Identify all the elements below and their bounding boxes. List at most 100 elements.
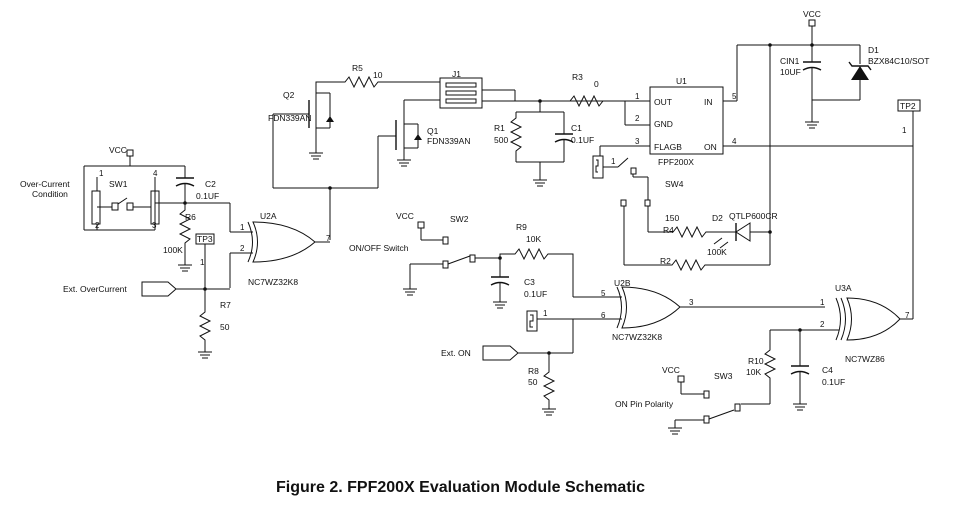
q2-ground-symbol xyxy=(309,148,323,160)
onoff-switch-label: ON/OFF Switch xyxy=(349,243,409,253)
d1-ref: D1 xyxy=(868,45,879,55)
sw1-pin-4: 4 xyxy=(153,169,158,178)
c2-capacitor xyxy=(175,166,195,203)
over-current-label-2: Condition xyxy=(32,189,68,199)
u2b-pin-3: 3 xyxy=(689,298,694,307)
q2-transistor xyxy=(298,88,334,148)
u1-pin-flagb: FLAGB xyxy=(654,142,682,152)
ext-on-jumper-pin-1: 1 xyxy=(543,309,548,318)
u3a-part: NC7WZ86 xyxy=(845,354,885,364)
r2-value: 100K xyxy=(707,247,727,257)
c1-value: 0.1UF xyxy=(571,135,594,145)
ext-on-port[interactable] xyxy=(482,345,519,361)
ext-overcurrent-label: Ext. OverCurrent xyxy=(63,284,127,294)
r6-resistor xyxy=(178,203,192,265)
sw1-pin-1: 1 xyxy=(99,169,104,178)
sw2-ref: SW2 xyxy=(450,214,469,224)
u3a-pin-1: 1 xyxy=(820,298,825,307)
tp2-ref: TP2 xyxy=(900,101,916,111)
sw1-switch[interactable] xyxy=(83,166,160,231)
r8-value: 50 xyxy=(528,377,538,387)
u1-pin-gnd: GND xyxy=(654,119,673,129)
u2b-pin-5: 5 xyxy=(601,289,606,298)
u1-pin-in: IN xyxy=(704,97,713,107)
vcc-label-sw2: VCC xyxy=(396,211,414,221)
r5-ref: R5 xyxy=(352,63,363,73)
u2a-pin-1: 1 xyxy=(240,223,245,232)
ext-on-label: Ext. ON xyxy=(441,348,471,358)
sw1-pin-3: 3 xyxy=(152,221,157,230)
u2b-part: NC7WZ32K8 xyxy=(612,332,662,342)
sw2-ground-symbol xyxy=(403,288,417,296)
r5-value: 10 xyxy=(373,70,383,80)
r8-resistor xyxy=(542,353,556,409)
cin1-ground-symbol xyxy=(805,121,819,129)
r1-value: 500 xyxy=(494,135,508,145)
r6-value: 100K xyxy=(163,245,183,255)
r4-ref: R4 xyxy=(663,225,674,235)
q2-ref: Q2 xyxy=(283,90,295,100)
c1-capacitor xyxy=(554,112,574,162)
r2-ref: R2 xyxy=(660,256,671,266)
r9-ref: R9 xyxy=(516,222,527,232)
u3a-pin-7: 7 xyxy=(905,311,910,320)
r10-value: 10K xyxy=(746,367,761,377)
u1-pin-number-gnd: 2 xyxy=(635,114,640,123)
c2-ref: C2 xyxy=(205,179,216,189)
r7-ground-symbol xyxy=(198,351,212,359)
q2-part: FDN339AN xyxy=(268,113,311,123)
on-pin-polarity-label: ON Pin Polarity xyxy=(615,399,674,409)
cin1-value: 10UF xyxy=(780,67,801,77)
vcc-label-left: VCC xyxy=(109,145,127,155)
u2b-ref: U2B xyxy=(614,278,631,288)
r3-resistor xyxy=(540,94,650,108)
d2-ref: D2 xyxy=(712,213,723,223)
r2-resistor xyxy=(624,258,770,272)
r1-ref: R1 xyxy=(494,123,505,133)
q1-ref: Q1 xyxy=(427,126,439,136)
sw2-switch[interactable] xyxy=(442,254,476,269)
sw4-ref: SW4 xyxy=(665,179,684,189)
u1-pin-on: ON xyxy=(704,142,717,152)
r7-value: 50 xyxy=(220,322,230,332)
vcc-label-top: VCC xyxy=(803,9,821,19)
u1-pin-out: OUT xyxy=(654,97,672,107)
u2b-pin-6: 6 xyxy=(601,311,606,320)
sw3-ground-symbol xyxy=(668,427,682,435)
c4-capacitor xyxy=(790,330,810,404)
d1-part: BZX84C10/SOT xyxy=(868,56,929,66)
r8-ref: R8 xyxy=(528,366,539,376)
q1-ground-symbol xyxy=(397,154,411,167)
tp3-ref: TP3 xyxy=(197,234,213,244)
r3-ref: R3 xyxy=(572,72,583,82)
u3a-pin-2: 2 xyxy=(820,320,825,329)
u3a-ref: U3A xyxy=(835,283,852,293)
sw3-ref: SW3 xyxy=(714,371,733,381)
r3-value: 0 xyxy=(594,79,599,89)
figure-caption: Figure 2. FPF200X Evaluation Module Sche… xyxy=(276,479,645,496)
r10-resistor xyxy=(763,330,777,404)
c4-ground-symbol xyxy=(793,403,807,411)
u2b-or-gate xyxy=(616,286,681,329)
c2-value: 0.1UF xyxy=(196,191,219,201)
r9-resistor xyxy=(499,247,574,297)
r8-ground-symbol xyxy=(542,408,556,416)
r5-resistor xyxy=(315,75,441,89)
ext-overcurrent-port[interactable] xyxy=(141,281,177,297)
u2a-pin-7: 7 xyxy=(326,234,331,243)
u2a-pin-2: 2 xyxy=(240,244,245,253)
j1-jumper[interactable] xyxy=(439,77,483,109)
u1-part: FPF200X xyxy=(658,157,694,167)
sw4-pin-1: 1 xyxy=(611,157,616,166)
u2a-or-gate xyxy=(247,221,316,263)
sw4-switch[interactable] xyxy=(592,155,648,179)
r7-resistor xyxy=(198,289,212,352)
q1-part: FDN339AN xyxy=(427,136,470,146)
cin1-capacitor xyxy=(802,45,822,100)
r1-resistor xyxy=(509,112,523,162)
sw3-switch[interactable] xyxy=(703,403,741,424)
c3-capacitor xyxy=(490,258,510,302)
ext-on-jumper[interactable] xyxy=(526,310,538,332)
u2a-ref: U2A xyxy=(260,211,277,221)
